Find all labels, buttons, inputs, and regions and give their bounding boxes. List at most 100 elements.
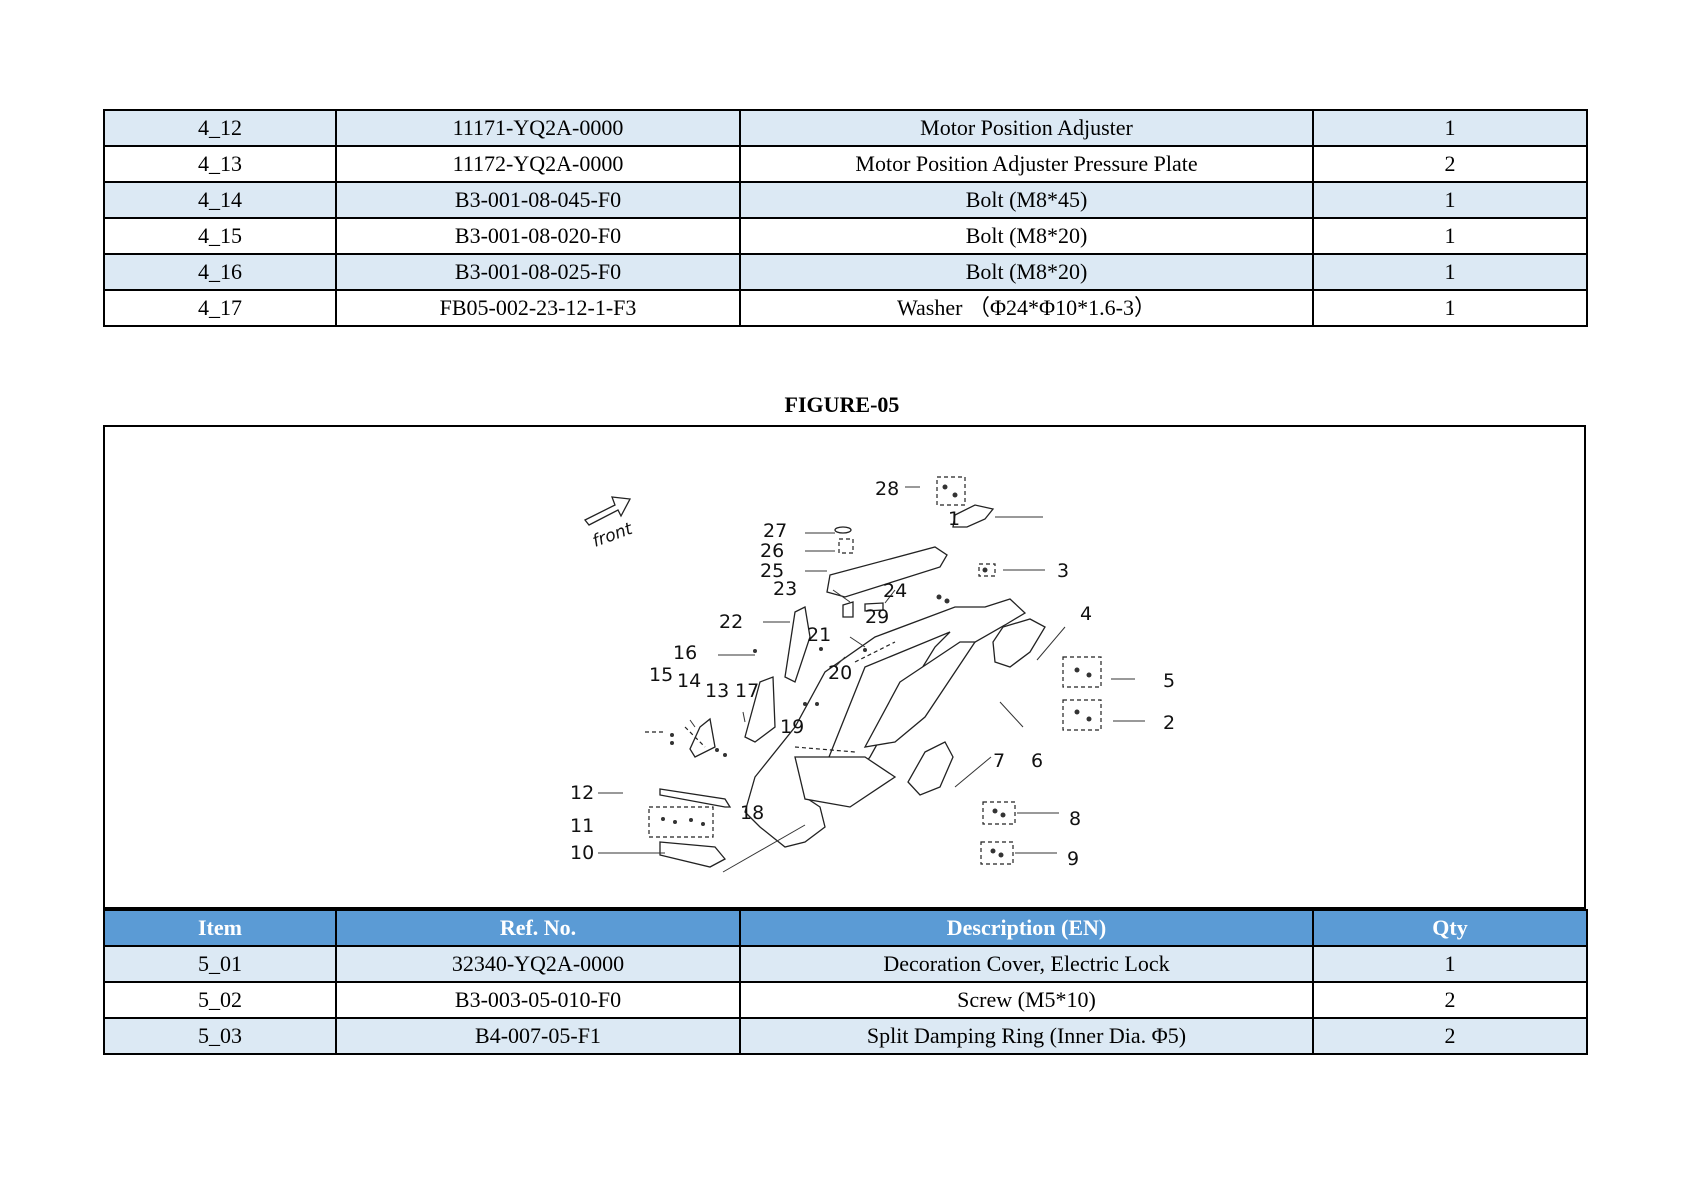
ref-cell: 11172-YQ2A-0000 [335,145,741,183]
parts-table-figure-04-continued: 4_12 11171-YQ2A-0000 Motor Position Adju… [103,109,1588,327]
ref-cell: B3-001-08-025-F0 [335,253,741,291]
callout-13: 13 [705,680,729,702]
part-7 [907,741,954,796]
exploded-view-figure: 1 2 3 4 5 6 7 8 9 10 11 12 13 14 15 16 1… [103,425,1586,909]
header-desc: Description (EN) [739,909,1314,947]
front-label: front [590,518,636,551]
callout-21: 21 [807,624,831,646]
item-cell: 4_13 [103,145,337,183]
frame-exploded-diagram: 1 2 3 4 5 6 7 8 9 10 11 12 13 14 15 16 1… [570,476,1175,873]
table-row: 5_01 32340-YQ2A-0000 Decoration Cover, E… [103,945,1588,983]
item-cell: 4_14 [103,181,337,219]
fastener-box-11 [648,806,714,838]
callout-18: 18 [740,802,764,824]
callout-24: 24 [883,580,907,602]
callout-29: 29 [865,606,889,628]
table-row: 5_02 B3-003-05-010-F0 Screw (M5*10) 2 [103,981,1588,1019]
ref-cell: FB05-002-23-12-1-F3 [335,289,741,327]
callout-19: 19 [780,716,804,738]
part-14 [689,717,716,758]
ref-cell: B4-007-05-F1 [335,1017,741,1055]
table-row: 4_16 B3-001-08-025-F0 Bolt (M8*20) 1 [103,253,1588,291]
desc-cell: Motor Position Adjuster [739,109,1314,147]
part-10 [659,841,727,868]
part-12 [659,788,732,808]
desc-cell: Washer （Φ24*Φ10*1.6-3） [739,289,1314,327]
callout-7: 7 [993,750,1005,772]
callout-15: 15 [649,664,673,686]
table-header-row: Item Ref. No. Description (EN) Qty [103,909,1588,947]
callout-5: 5 [1163,670,1175,692]
item-cell: 5_01 [103,945,337,983]
qty-cell: 1 [1312,181,1588,219]
qty-cell: 1 [1312,289,1588,327]
part-1 [952,504,995,528]
table-row: 4_14 B3-001-08-045-F0 Bolt (M8*45) 1 [103,181,1588,219]
item-cell: 5_03 [103,1017,337,1055]
qty-cell: 1 [1312,217,1588,255]
fastener-box-8 [982,801,1016,825]
header-item: Item [103,909,337,947]
callout-2: 2 [1163,712,1175,734]
callout-23: 23 [773,578,797,600]
qty-cell: 2 [1312,145,1588,183]
part-17 [744,676,776,743]
callout-12: 12 [570,782,594,804]
top-cover-part [826,546,948,598]
callout-8: 8 [1069,808,1081,830]
fastener-box-3 [978,563,996,577]
table-row: 5_03 B4-007-05-F1 Split Damping Ring (In… [103,1017,1588,1055]
desc-cell: Bolt (M8*20) [739,217,1314,255]
ref-cell: 32340-YQ2A-0000 [335,945,741,983]
ref-cell: B3-003-05-010-F0 [335,981,741,1019]
desc-cell: Bolt (M8*45) [739,181,1314,219]
callout-28: 28 [875,478,899,500]
fastener-box-2 [1062,699,1102,731]
ref-cell: B3-001-08-020-F0 [335,217,741,255]
callout-4: 4 [1080,603,1092,625]
callout-10: 10 [570,842,594,864]
desc-cell: Motor Position Adjuster Pressure Plate [739,145,1314,183]
qty-cell: 1 [1312,945,1588,983]
callout-3: 3 [1057,560,1069,582]
callout-9: 9 [1067,848,1079,870]
fastener-box-26 [838,538,854,554]
item-cell: 4_12 [103,109,337,147]
ref-cell: B3-001-08-045-F0 [335,181,741,219]
item-cell: 4_17 [103,289,337,327]
qty-cell: 2 [1312,981,1588,1019]
fastener-box-5 [1062,656,1102,688]
callout-14: 14 [677,670,701,692]
desc-cell: Bolt (M8*20) [739,253,1314,291]
table-row: 4_15 B3-001-08-020-F0 Bolt (M8*20) 1 [103,217,1588,255]
callout-17: 17 [735,680,759,702]
desc-cell: Split Damping Ring (Inner Dia. Φ5) [739,1017,1314,1055]
part-22 [784,606,811,683]
callout-1: 1 [948,508,960,530]
qty-cell: 2 [1312,1017,1588,1055]
callout-25: 25 [760,560,784,582]
header-ref: Ref. No. [335,909,741,947]
parts-table-figure-05: Item Ref. No. Description (EN) Qty 5_01 … [103,909,1588,1055]
front-arrow-icon [583,496,632,526]
item-cell: 4_16 [103,253,337,291]
header-qty: Qty [1312,909,1588,947]
table-row: 4_12 11171-YQ2A-0000 Motor Position Adju… [103,109,1588,147]
callout-22: 22 [719,611,743,633]
fastener-box-28 [936,476,966,506]
callout-20: 20 [828,662,852,684]
callout-26: 26 [760,540,784,562]
desc-cell: Decoration Cover, Electric Lock [739,945,1314,983]
fastener-box-9 [980,841,1014,865]
callout-6: 6 [1031,750,1043,772]
table-row: 4_17 FB05-002-23-12-1-F3 Washer （Φ24*Φ10… [103,289,1588,327]
desc-cell: Screw (M5*10) [739,981,1314,1019]
callout-27: 27 [763,520,787,542]
qty-cell: 1 [1312,109,1588,147]
item-cell: 4_15 [103,217,337,255]
item-cell: 5_02 [103,981,337,1019]
part-4 [992,618,1046,668]
callout-11: 11 [570,815,594,837]
ref-cell: 11171-YQ2A-0000 [335,109,741,147]
table-row: 4_13 11172-YQ2A-0000 Motor Position Adju… [103,145,1588,183]
